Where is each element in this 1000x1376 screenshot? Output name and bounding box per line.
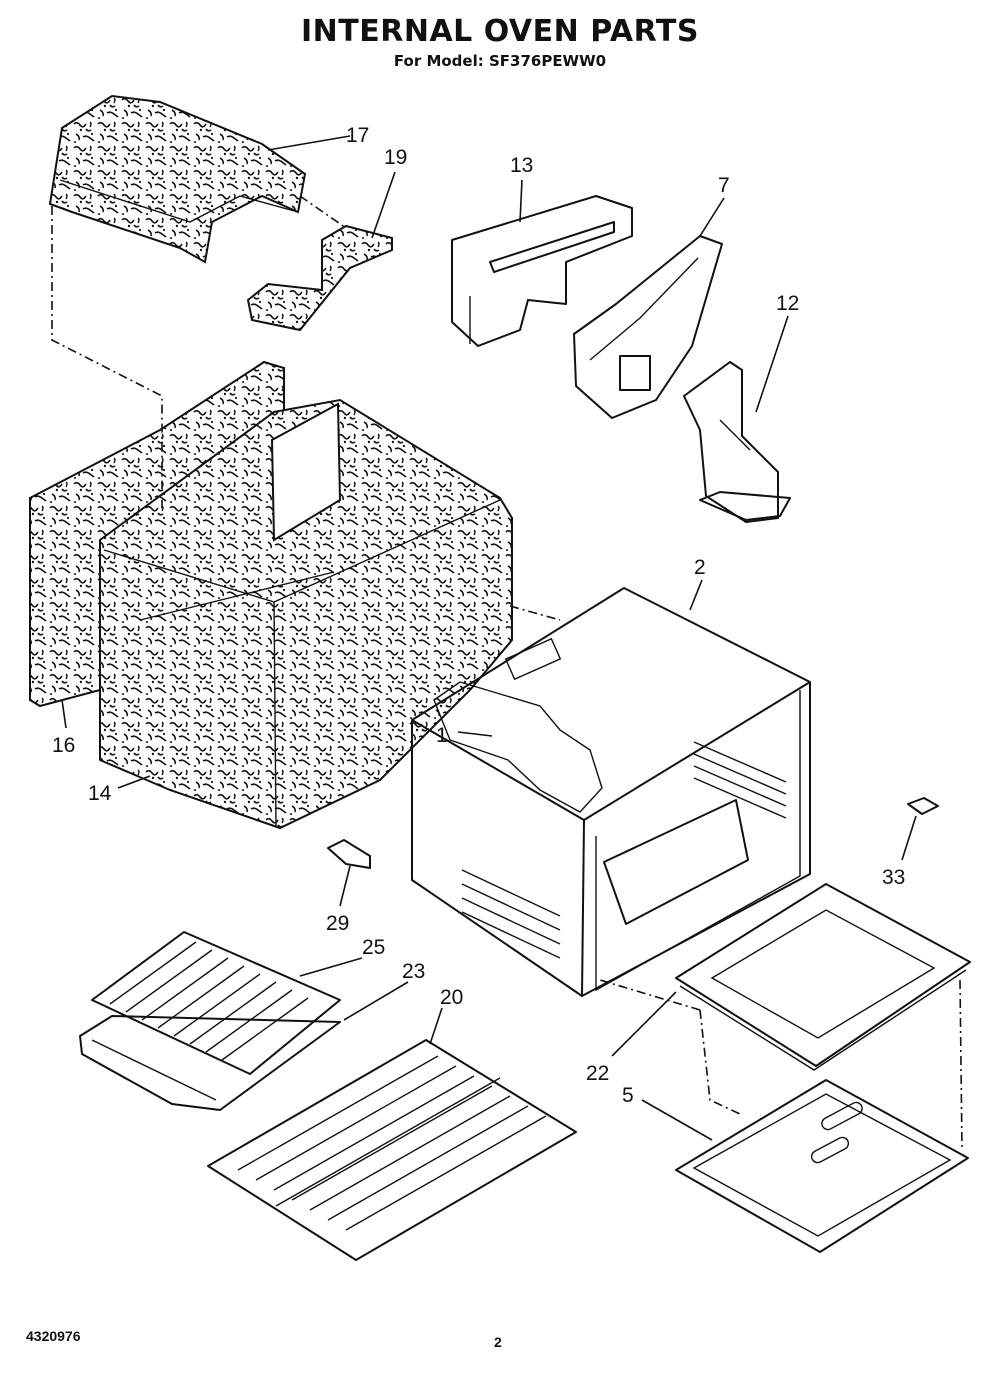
callout-29: 29 <box>326 912 349 935</box>
part-number: 4320976 <box>26 1328 81 1344</box>
callout-23: 23 <box>402 960 425 983</box>
broiler-grid-25 <box>91 931 341 1075</box>
callout-20: 20 <box>440 986 463 1009</box>
duct-chute-12 <box>683 361 791 523</box>
model-subtitle: For Model: SF376PEWW0 <box>393 52 607 70</box>
callout-7: 7 <box>718 174 730 197</box>
vent-bracket-7 <box>573 235 723 419</box>
callout-2: 2 <box>694 556 706 579</box>
callout-1: 1 <box>436 724 448 747</box>
bracket-29 <box>327 839 371 869</box>
oven-cavity-2 <box>411 587 811 997</box>
callout-16: 16 <box>52 734 75 757</box>
page-number: 2 <box>494 1334 502 1350</box>
duct-cover-13 <box>451 195 633 347</box>
callout-13: 13 <box>510 154 533 177</box>
bottom-panel-22 <box>675 883 971 1071</box>
clip-33 <box>907 797 939 815</box>
callout-14: 14 <box>88 782 112 805</box>
insulation-box-14 <box>99 398 513 830</box>
callout-5: 5 <box>622 1084 634 1107</box>
callout-25: 25 <box>362 936 385 959</box>
callout-17: 17 <box>346 124 369 147</box>
bottom-pan-5 <box>675 1079 969 1253</box>
callout-12: 12 <box>776 292 799 315</box>
page-title: INTERNAL OVEN PARTS <box>301 14 699 49</box>
broiler-pan-23 <box>79 1015 341 1111</box>
callout-33: 33 <box>882 866 905 889</box>
callout-19: 19 <box>384 146 407 169</box>
callout-22: 22 <box>586 1062 609 1085</box>
insulation-top-17 <box>48 94 307 264</box>
insulation-pad-19 <box>246 224 393 332</box>
oven-rack-20 <box>207 1039 577 1261</box>
